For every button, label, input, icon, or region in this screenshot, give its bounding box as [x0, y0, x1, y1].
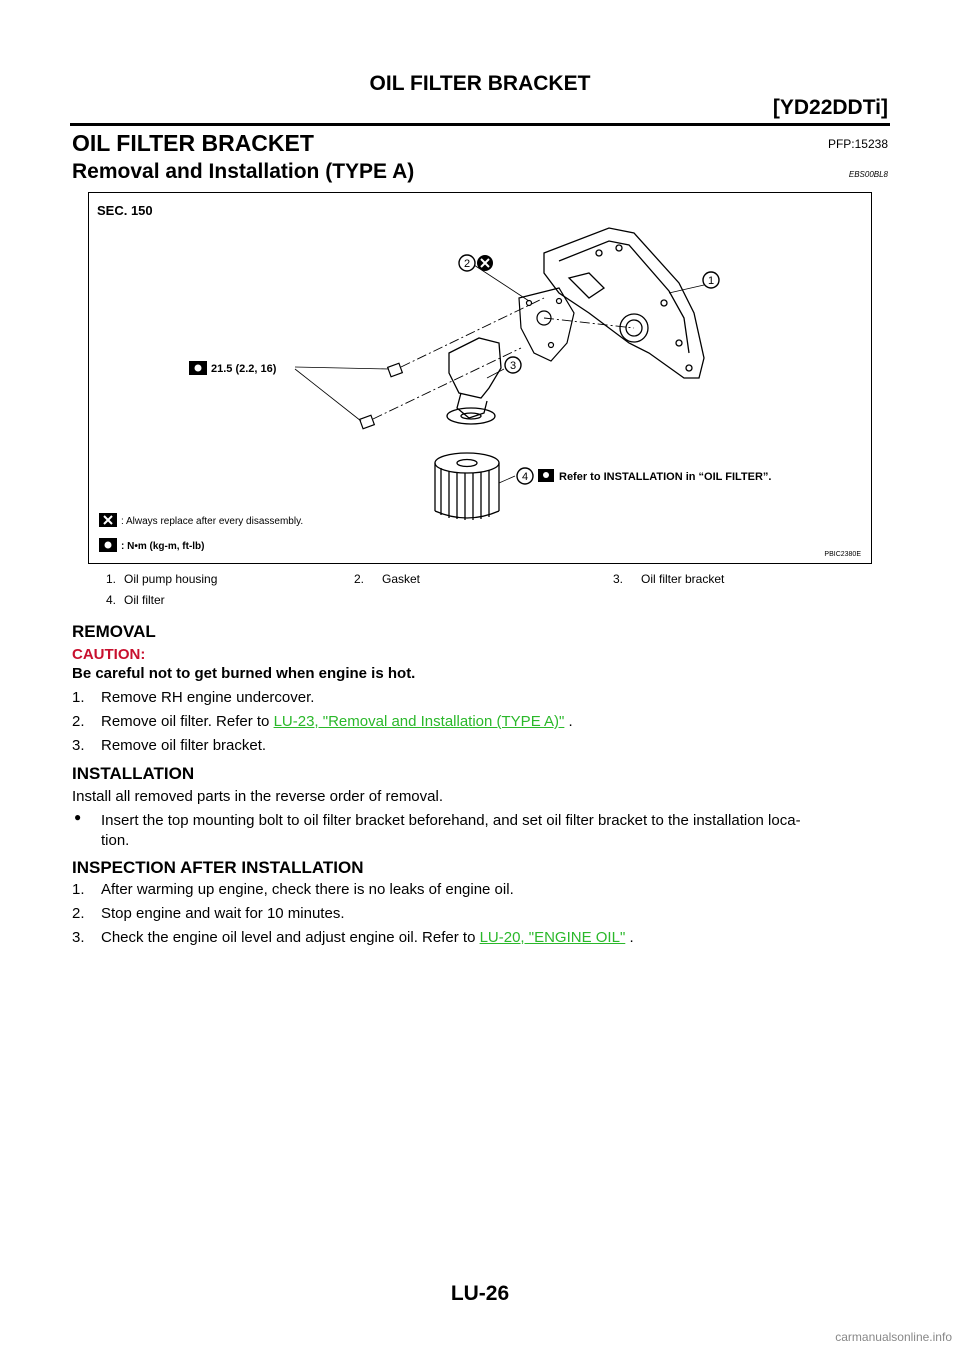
installation-bullet-line2: tion. — [101, 832, 130, 849]
torque-wrench-icon — [189, 361, 207, 375]
replace-x-icon — [99, 513, 117, 527]
removal-step-num: 2. — [72, 713, 85, 730]
bullet-icon: ● — [74, 810, 82, 824]
torque-spec-label: 21.5 (2.2, 16) — [211, 363, 277, 375]
part-3-name: Oil filter bracket — [641, 572, 725, 586]
svg-text:3: 3 — [510, 360, 516, 372]
inspection-step-num: 3. — [72, 929, 85, 946]
lu20-link[interactable]: LU-20, "ENGINE OIL" — [479, 929, 626, 946]
removal-step-num: 1. — [72, 689, 85, 706]
oil-filter-drawing — [434, 452, 500, 520]
legend-torque: : N•m (kg-m, ft-lb) — [121, 541, 205, 552]
part-1-num: 1. — [106, 572, 117, 586]
page-number: LU-26 — [450, 1282, 510, 1305]
leader-lines — [294, 264, 705, 484]
figure-sec-label: SEC. 150 — [97, 203, 153, 218]
bolt-drawing — [358, 362, 404, 430]
part-2-num: 2. — [354, 572, 365, 586]
caution-text: Be careful not to get burned when engine… — [72, 665, 416, 682]
part-1-name: Oil pump housing — [124, 572, 218, 586]
torque-wrench-icon — [538, 469, 554, 482]
refer-label: Refer to INSTALLATION in “OIL FILTER”. — [559, 471, 771, 483]
section-title: OIL FILTER BRACKET — [72, 130, 314, 156]
exploded-view-figure: SEC. 150 — [88, 192, 872, 564]
installation-intro: Install all removed parts in the reverse… — [72, 788, 443, 805]
svg-text:2: 2 — [464, 258, 470, 270]
inspection-step-text: After warming up engine, check there is … — [101, 881, 514, 898]
removal-step-text: Remove oil filter. Refer to LU-23, "Remo… — [101, 713, 573, 730]
inspection-heading: INSPECTION AFTER INSTALLATION — [72, 858, 364, 877]
pfp-code: PFP:15238 — [827, 137, 888, 151]
image-code: PBIC2380E — [824, 551, 861, 558]
header-model: [YD22DDTi] — [772, 96, 888, 119]
subsection-title: Removal and Installation (TYPE A) — [72, 160, 415, 183]
svg-text:4: 4 — [522, 471, 528, 483]
callout-2: 2 — [458, 254, 476, 272]
oil-filter-bracket-drawing — [446, 337, 502, 425]
inspection-step-num: 2. — [72, 905, 85, 922]
inspection-step-text: Check the engine oil level and adjust en… — [101, 929, 634, 946]
replace-x-icon — [477, 255, 493, 271]
part-4-num: 4. — [106, 593, 117, 607]
gasket-drawing — [518, 287, 575, 362]
ebs-code: EBS00BL8 — [848, 170, 888, 179]
inspection-step-text: Stop engine and wait for 10 minutes. — [101, 905, 345, 922]
installation-bullet-line1: Insert the top mounting bolt to oil filt… — [101, 812, 801, 829]
header-rule — [70, 123, 890, 126]
inspection-step-num: 1. — [72, 881, 85, 898]
legend-replace: : Always replace after every disassembly… — [121, 516, 303, 527]
removal-step-num: 3. — [72, 737, 85, 754]
header-title: OIL FILTER BRACKET — [369, 72, 591, 95]
callout-1: 1 — [702, 271, 720, 289]
callout-3: 3 — [504, 356, 522, 374]
svg-text:1: 1 — [708, 275, 714, 287]
part-4-name: Oil filter — [124, 593, 165, 607]
torque-wrench-icon — [99, 538, 117, 552]
removal-step-text: Remove RH engine undercover. — [101, 689, 315, 706]
part-2-name: Gasket — [382, 572, 421, 586]
installation-heading: INSTALLATION — [72, 764, 195, 783]
exploded-view-drawing: SEC. 150 — [97, 203, 861, 558]
lu23-link[interactable]: LU-23, "Removal and Installation (TYPE A… — [273, 713, 565, 730]
watermark: carmanualsonline.info — [835, 1330, 952, 1344]
removal-heading: REMOVAL — [72, 622, 156, 641]
removal-step-text: Remove oil filter bracket. — [101, 737, 267, 754]
callout-4: 4 — [516, 467, 534, 485]
part-3-num: 3. — [613, 572, 624, 586]
assembly-axis-lines — [372, 297, 635, 420]
caution-label: CAUTION: — [72, 646, 146, 663]
